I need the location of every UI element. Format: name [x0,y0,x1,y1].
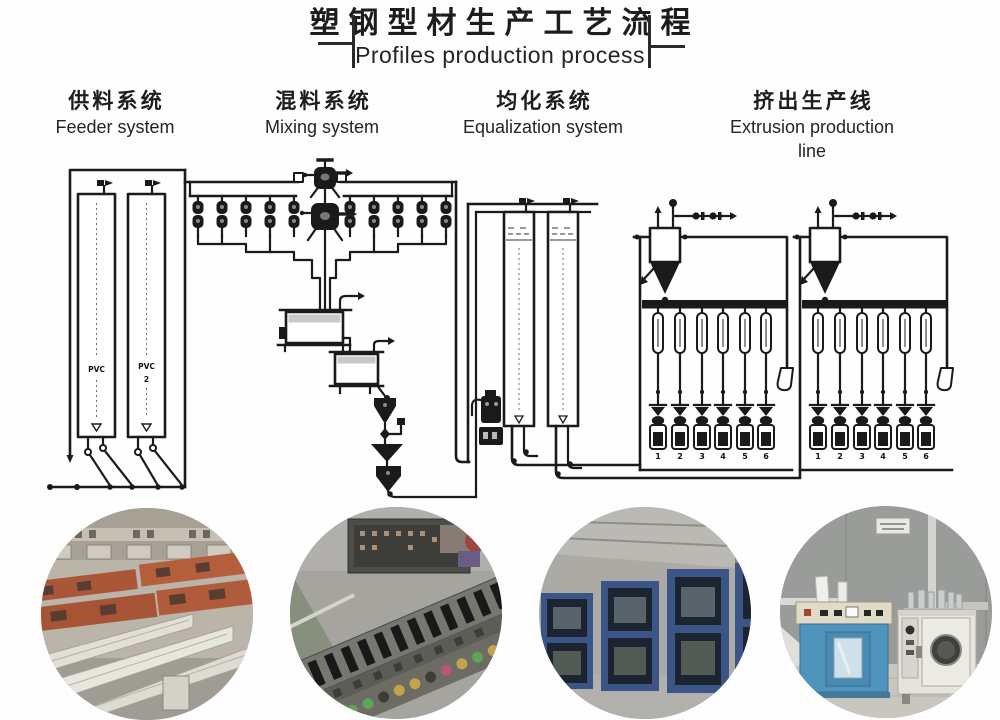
section-title-zh: 供料系统 [68,90,165,113]
section-title-en: Equalization system [462,117,624,137]
page-title-zh: 塑钢型材生产工艺流程 [309,7,700,40]
section-header-mixing: 混料系统 Mixing system [265,88,379,139]
section-title-zh: 挤出生产线 [753,90,874,113]
photo-extrusion-workshop [41,508,253,720]
section-title-en: Feeder system [55,117,175,137]
section-header-feeder: 供料系统 Feeder system [55,88,174,139]
feeder-system-schematic: PVC PVC 2 [47,168,187,490]
section-header-equalization: 均化系统 Equalization system [463,88,623,139]
station-number: 3 [699,452,705,461]
station-number: 5 [902,452,908,461]
extrusion-line-1-schematic [634,199,793,470]
station-number: 2 [677,452,683,461]
photo-gearbox-racks [539,507,751,719]
title-bracket-right-line [649,45,685,48]
title-bracket-left-bar [352,15,355,68]
mixing-system-schematic [183,158,478,499]
station-number: 2 [837,452,843,461]
title-block: 塑钢型材生产工艺流程 Profiles production process [0,6,1000,68]
section-header-extrusion: 挤出生产线 Extrusion production line [718,88,906,163]
station-number: 1 [655,452,661,461]
station-number: 6 [923,452,929,461]
section-title-zh: 均化系统 [496,90,593,113]
section-title-en: Extrusion production line [729,117,895,161]
station-number: 3 [859,452,865,461]
title-bracket-right-bar [648,15,651,68]
equalization-system-schematic [466,196,802,499]
title-bracket-left-line [318,42,354,45]
silo-label-pvc1: PVC [88,365,105,374]
photo-testing-ovens [780,506,992,718]
photo-control-panel [290,507,502,719]
station-number: 4 [880,452,886,461]
section-title-zh: 混料系统 [275,90,372,113]
silo-label-pvc2-number: 2 [144,375,149,384]
station-number: 5 [742,452,748,461]
station-number: 6 [763,452,769,461]
station-number: 4 [720,452,726,461]
page-title-en: Profiles production process [355,42,645,68]
section-title-en: Mixing system [264,117,380,137]
silo-label-pvc2: PVC [138,362,155,371]
extrusion-line-2-schematic [794,199,953,470]
extrusion-station-numbers: 1 2 3 4 5 6 1 2 3 4 5 6 [655,452,929,461]
station-number: 1 [815,452,821,461]
